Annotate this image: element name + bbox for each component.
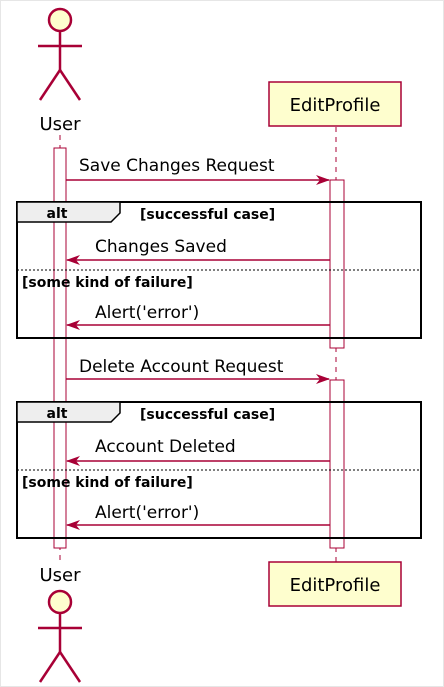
- user-label-top: User: [39, 114, 81, 135]
- message-label-6: Alert('error'): [95, 503, 199, 523]
- message-label-3: Alert('error'): [95, 303, 199, 323]
- editprofile-box-top: [268, 81, 402, 127]
- message-label-4: Delete Account Request: [79, 357, 284, 377]
- message-label-2: Changes Saved: [95, 237, 227, 257]
- editprofile-activation-2: [329, 379, 345, 549]
- user-label-bottom: User: [39, 565, 81, 586]
- editprofile-box-bottom: [268, 561, 402, 607]
- editprofile-activation-1: [329, 179, 345, 349]
- alt-fragment-2-guard: [successful case]: [140, 407, 275, 423]
- user-actor-top: [38, 7, 82, 101]
- alt-fragment-1-else-guard: [some kind of failure]: [22, 275, 193, 291]
- editprofile-label-bottom: EditProfile: [290, 575, 381, 596]
- alt-fragment-2-else-guard: [some kind of failure]: [22, 475, 193, 491]
- alt-fragment-1-keyword: alt: [47, 206, 68, 222]
- message-label-1: Save Changes Request: [79, 156, 275, 176]
- user-actor-bottom: [38, 589, 82, 683]
- alt-fragment-2: [16, 401, 422, 539]
- editprofile-label-top: EditProfile: [290, 95, 381, 116]
- message-label-5: Account Deleted: [95, 437, 236, 457]
- user-activation: [53, 147, 67, 549]
- alt-fragment-1-guard: [successful case]: [140, 207, 275, 223]
- alt-fragment-2-keyword: alt: [47, 406, 68, 422]
- alt-fragment-1: [16, 201, 422, 339]
